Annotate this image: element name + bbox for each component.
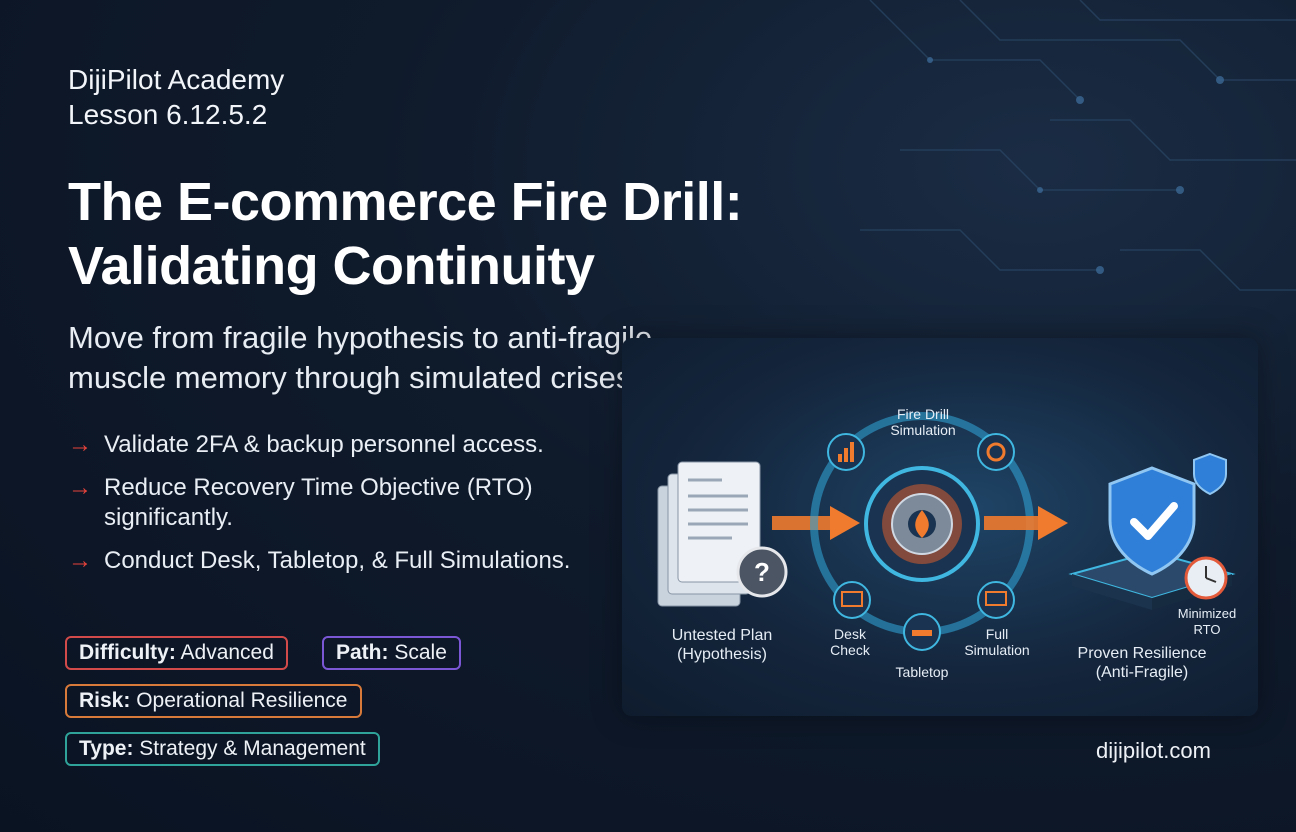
bullet-list: → Validate 2FA & backup personnel access… xyxy=(68,430,648,589)
academy-name: DijiPilot Academy xyxy=(68,64,285,95)
tag-value: Strategy & Management xyxy=(139,737,366,760)
clock-icon xyxy=(1184,556,1228,600)
page-title: The E-commerce Fire Drill: Validating Co… xyxy=(68,170,868,298)
untested-plan-label: Untested Plan (Hypothesis) xyxy=(652,626,792,664)
full-label-line-2: Simulation xyxy=(964,642,1030,658)
center-title-line-2: Simulation xyxy=(890,422,956,438)
website-url[interactable]: dijipilot.com xyxy=(1096,738,1211,763)
tag-value: Advanced xyxy=(180,641,274,664)
right-label-line-1: Proven Resilience xyxy=(1077,645,1207,662)
tag-key: Type: xyxy=(79,737,134,760)
bullet-text: Reduce Recovery Time Objective (RTO) sig… xyxy=(104,474,533,531)
risk-tag: Risk: Operational Resilience xyxy=(65,684,362,718)
settings-icon xyxy=(977,433,1015,471)
left-label-line-1: Untested Plan xyxy=(671,627,773,644)
tabletop-label: Tabletop xyxy=(895,664,949,680)
tabletop-icon xyxy=(903,613,941,651)
arrow-right-icon: → xyxy=(68,431,92,458)
document-stack-icon xyxy=(657,461,761,607)
bullet-text: Validate 2FA & backup personnel access. xyxy=(104,431,544,458)
center-title: Fire Drill Simulation xyxy=(868,406,978,438)
title-line-1: The E-commerce Fire Drill: xyxy=(68,172,743,232)
tag-key: Path: xyxy=(336,641,389,664)
path-tag: Path: Scale xyxy=(322,636,461,670)
desk-check-icon xyxy=(833,581,871,619)
tag-value: Scale xyxy=(394,641,447,664)
arrow-right-flow xyxy=(984,506,1068,540)
tag-value: Operational Resilience xyxy=(136,689,348,712)
full-simulation-label: Full Simulation xyxy=(956,626,1038,658)
fire-drill-diagram: Fire Drill Simulation ? Untested Plan (H… xyxy=(622,338,1258,716)
left-label-line-2: (Hypothesis) xyxy=(677,646,767,663)
tag-key: Risk: xyxy=(79,689,131,712)
bullet-item: → Reduce Recovery Time Objective (RTO) s… xyxy=(68,473,648,533)
difficulty-tag: Difficulty: Advanced xyxy=(65,636,288,670)
full-label-line-1: Full xyxy=(985,626,1009,642)
desk-label-line-2: Check xyxy=(830,642,870,658)
proven-resilience-label: Proven Resilience (Anti-Fragile) xyxy=(1062,644,1222,682)
center-title-line-1: Fire Drill xyxy=(896,406,950,422)
bullet-text: Conduct Desk, Tabletop, & Full Simulatio… xyxy=(104,547,571,574)
chart-icon xyxy=(827,433,865,471)
arrow-right-icon: → xyxy=(68,547,92,574)
subtitle-line-1: Move from fragile hypothesis to anti-fra… xyxy=(68,320,653,355)
shield-check-icon xyxy=(1108,452,1227,576)
type-tag: Type: Strategy & Management xyxy=(65,732,380,766)
page-subtitle: Move from fragile hypothesis to anti-fra… xyxy=(68,318,808,398)
bullet-item: → Conduct Desk, Tabletop, & Full Simulat… xyxy=(68,546,648,576)
brand-header: DijiPilot Academy Lesson 6.12.5.2 xyxy=(68,62,284,132)
desk-check-label: Desk Check xyxy=(820,626,880,658)
rto-label-line-1: Minimized xyxy=(1177,606,1237,621)
monitor-icon xyxy=(977,581,1015,619)
rto-label-line-2: RTO xyxy=(1193,622,1221,637)
question-icon xyxy=(736,546,788,598)
tag-key: Difficulty: xyxy=(79,641,176,664)
title-line-2: Validating Continuity xyxy=(68,236,595,296)
lesson-number: Lesson 6.12.5.2 xyxy=(68,99,268,130)
subtitle-line-2: muscle memory through simulated crises. xyxy=(68,360,640,395)
gear-fire-icon xyxy=(891,493,953,555)
right-label-line-2: (Anti-Fragile) xyxy=(1095,664,1189,681)
desk-label-line-1: Desk xyxy=(834,626,866,642)
question-mark: ? xyxy=(754,557,770,587)
arrow-right-icon: → xyxy=(68,474,92,501)
bullet-item: → Validate 2FA & backup personnel access… xyxy=(68,430,648,460)
diagram-graphics xyxy=(657,412,1236,651)
minimized-rto-label: Minimized RTO xyxy=(1162,606,1252,638)
